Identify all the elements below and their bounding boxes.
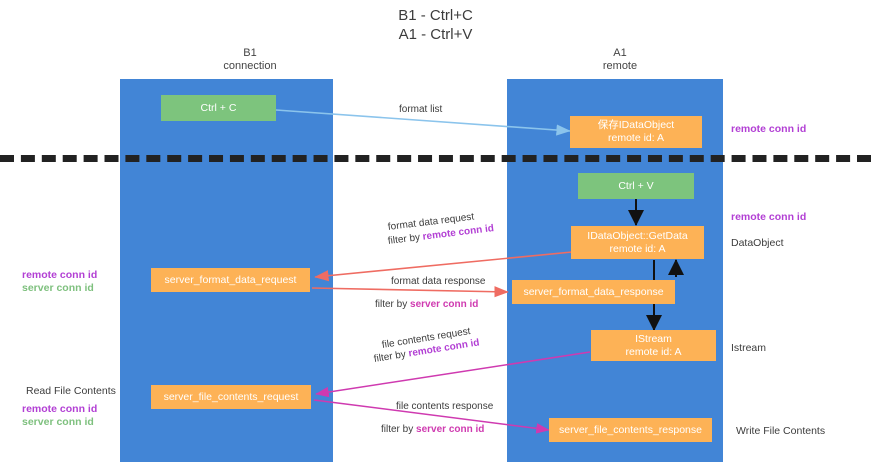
- edge-label-file-contents-response-filter: filter by server conn id: [381, 423, 484, 436]
- filter-key: server conn id: [410, 299, 479, 310]
- node-istream-line1: IStream: [635, 332, 672, 345]
- edge-label-format-list: format list: [399, 104, 443, 115]
- filter-prefix: filter by: [387, 231, 424, 247]
- column-header-b1: B1 connection: [223, 47, 277, 72]
- node-idataobject-getdata[interactable]: IDataObject::GetData remote id: A: [571, 226, 704, 259]
- edge-label-file-contents-response: file contents response: [396, 401, 494, 412]
- node-server-file-contents-response[interactable]: server_file_contents_response: [549, 418, 712, 442]
- node-format-response-label: server_format_data_response: [523, 285, 664, 298]
- annotation-left-remote-conn-id-mid: remote conn id: [22, 269, 98, 281]
- filter-prefix: filter by: [373, 348, 410, 365]
- annotation-remote-conn-id-top: remote conn id: [731, 123, 807, 135]
- node-server-file-contents-request[interactable]: server_file_contents_request: [151, 385, 311, 409]
- node-server-format-data-request[interactable]: server_format_data_request: [151, 268, 310, 292]
- node-data-object-line2: remote id: A: [607, 132, 665, 144]
- node-data-object[interactable]: 保存IDataObject remote id: A: [570, 116, 702, 148]
- diagram-title: B1 - Ctrl+C A1 - Ctrl+V: [398, 7, 473, 43]
- node-file-response-label: server_file_contents_response: [558, 423, 702, 436]
- annotation-read-file-contents: Read File Contents: [26, 385, 116, 397]
- annotation-remote-conn-id-mid: remote conn id: [731, 211, 807, 223]
- annotation-istream: Istream: [731, 342, 767, 354]
- node-istream-line2: remote id: A: [625, 345, 682, 358]
- node-ctrl-c-line1: Ctrl + C: [200, 101, 237, 114]
- node-getdata-line2: remote id: A: [609, 242, 666, 255]
- edge-label-format-data-response-filter: filter by server conn id: [375, 298, 478, 311]
- node-getdata-line1: IDataObject::GetData: [587, 229, 688, 242]
- node-data-object-line1: 保存IDataObject: [597, 119, 675, 131]
- node-ctrl-v[interactable]: Ctrl + V: [578, 173, 694, 199]
- node-ctrl-c[interactable]: Ctrl + C: [161, 95, 276, 121]
- edge-label-format-data-response: format data response: [391, 276, 486, 287]
- annotation-dataobject: DataObject: [731, 237, 784, 249]
- node-server-format-data-response[interactable]: server_format_data_response: [512, 280, 675, 304]
- column-header-a1: A1 remote: [602, 47, 638, 72]
- filter-key: server conn id: [416, 424, 485, 435]
- annotation-write-file-contents: Write File Contents: [736, 425, 826, 437]
- node-istream[interactable]: IStream remote id: A: [591, 330, 716, 361]
- annotation-left-remote-conn-id-bottom: remote conn id: [22, 403, 98, 415]
- filter-prefix: filter by: [381, 424, 417, 435]
- node-ctrl-v-line1: Ctrl + V: [618, 179, 654, 192]
- annotation-left-server-conn-id-mid: server conn id: [22, 282, 94, 294]
- node-format-request-label: server_format_data_request: [164, 273, 297, 286]
- phase-divider: [0, 155, 871, 162]
- filter-prefix: filter by: [375, 299, 411, 310]
- annotation-left-server-conn-id-bottom: server conn id: [22, 416, 94, 428]
- node-file-request-label: server_file_contents_request: [163, 390, 299, 403]
